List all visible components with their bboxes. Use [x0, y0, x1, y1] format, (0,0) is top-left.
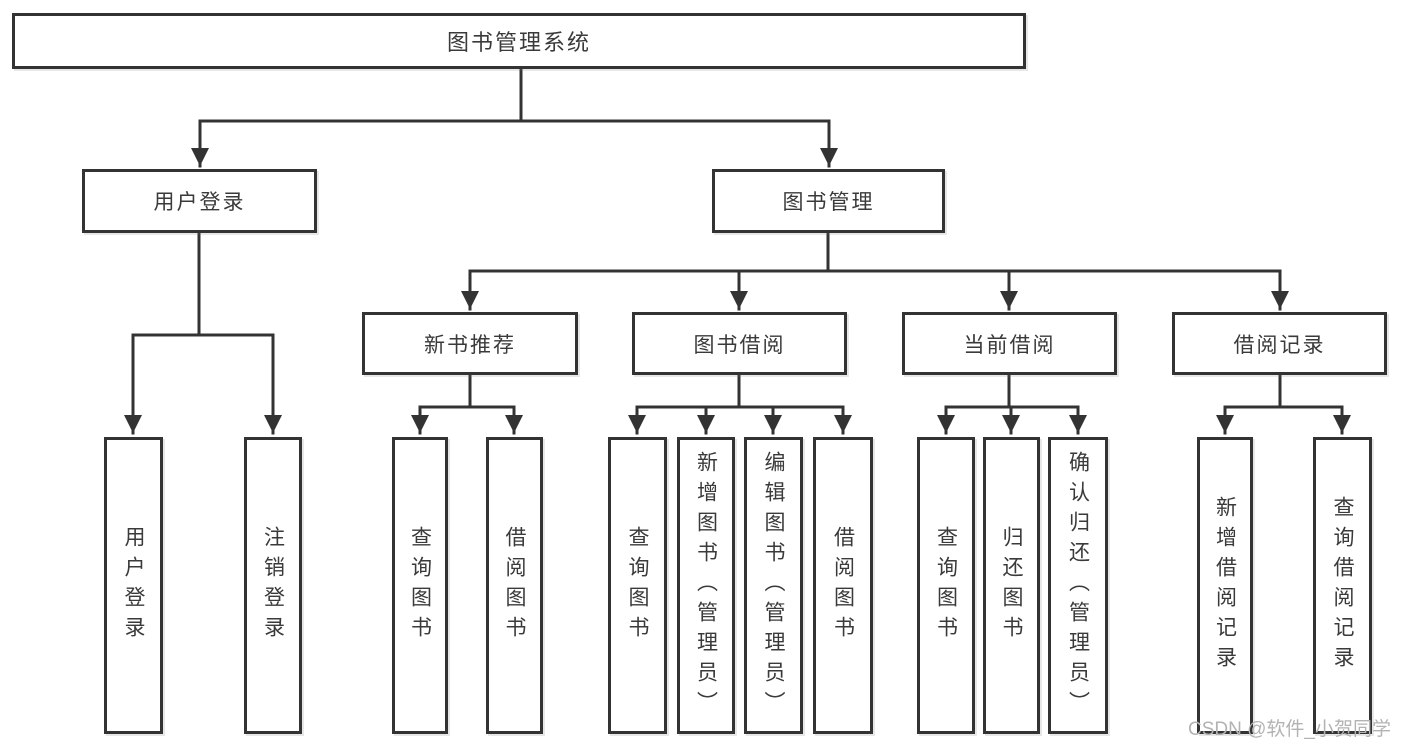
node-logout: 注销登录: [244, 437, 302, 734]
csdn-watermark: CSDN @软件_小贺同学: [1188, 719, 1391, 740]
node-query-books: 查询图书: [608, 437, 667, 734]
node-user-login: 用户登录: [104, 437, 163, 734]
node-label: 用户登录: [153, 191, 246, 214]
node-label: 新增借阅记录: [1213, 495, 1237, 676]
node-label: 借阅记录: [1233, 333, 1326, 357]
node-label: 新书推荐: [424, 333, 516, 357]
node-label: 借阅图书: [503, 525, 526, 646]
node-current-borrowing: 当前借阅: [902, 312, 1117, 375]
node-label: 图书管理: [782, 191, 875, 214]
node-borrow-books: 借阅图书: [813, 437, 873, 734]
node-label: 查询借阅记录: [1331, 495, 1354, 676]
node-borrowing-records: 借阅记录: [1172, 312, 1387, 375]
node-label: 确认归还（管理员）: [1066, 450, 1090, 721]
node-add-borrow-record: 新增借阅记录: [1197, 437, 1253, 734]
node-query-books: 查询图书: [392, 437, 448, 734]
node-label: 查询图书: [626, 525, 649, 646]
node-label: 查询图书: [408, 525, 432, 646]
node-new-book-recommendation: 新书推荐: [362, 312, 578, 375]
node-label: 当前借阅: [963, 333, 1056, 357]
node-add-books-admin: 新增图书（管理员）: [677, 437, 735, 734]
node-label: 新增图书（管理员）: [694, 450, 718, 721]
node-label: 用户登录: [122, 525, 145, 646]
node-edit-books-admin: 编辑图书（管理员）: [744, 437, 803, 734]
node-query-borrow-record: 查询借阅记录: [1313, 437, 1372, 734]
node-return-books: 归还图书: [983, 437, 1040, 734]
node-library-management-system: 图书管理系统: [12, 13, 1026, 69]
node-label: 查询图书: [934, 525, 958, 646]
node-label: 图书借阅: [693, 333, 786, 357]
node-borrow-books: 借阅图书: [486, 437, 543, 734]
node-label: 借阅图书: [831, 525, 855, 646]
node-book-management-module: 图书管理: [712, 169, 945, 233]
node-label: 注销登录: [261, 525, 285, 646]
node-label: 归还图书: [1000, 525, 1023, 646]
node-user-login-module: 用户登录: [82, 169, 317, 233]
node-label: 编辑图书（管理员）: [762, 450, 785, 721]
node-label: 图书管理系统: [446, 30, 591, 55]
node-book-borrowing: 图书借阅: [632, 312, 847, 375]
node-confirm-return-admin: 确认归还（管理员）: [1048, 437, 1108, 734]
node-query-books: 查询图书: [917, 437, 975, 734]
